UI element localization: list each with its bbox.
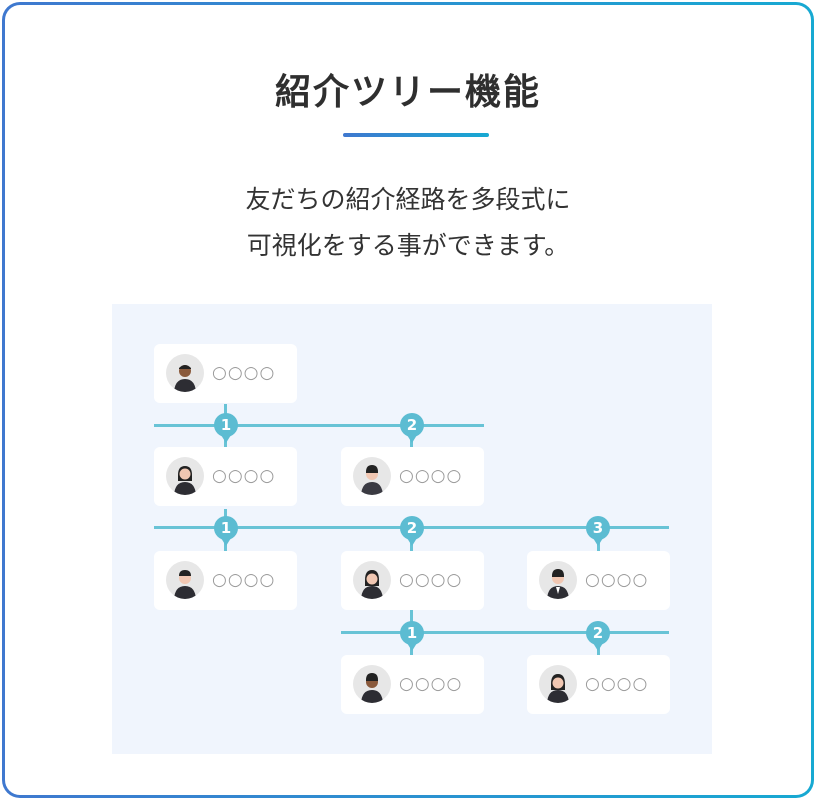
person-node-root: ○○○○ [154,344,297,403]
branch-line-level-3 [341,631,669,634]
description-line-2: 可視化をする事ができます。 [246,231,570,260]
person-icon [361,570,383,599]
description-line-1: 友だちの紹介経路を多段式に [245,185,571,214]
feature-description: 友だちの紹介経路を多段式に 可視化をする事ができます。 [5,177,811,269]
branch-marker: 2 [400,516,424,546]
avatar [539,561,577,599]
branch-marker: 2 [400,413,424,443]
person-name: ○○○○ [212,570,276,590]
person-icon [361,465,383,495]
person-icon [174,365,196,392]
person-name: ○○○○ [399,466,463,486]
title-underline [343,133,489,137]
person-name: ○○○○ [399,674,463,694]
avatar [353,665,391,703]
branch-marker: 1 [214,516,238,546]
person-name: ○○○○ [585,570,649,590]
person-node: ○○○○ [341,551,484,610]
branch-marker: 3 [586,516,610,546]
person-node: ○○○○ [527,551,670,610]
person-node: ○○○○ [341,655,484,714]
person-node: ○○○○ [527,655,670,714]
person-icon [547,674,569,703]
branch-line-level-1 [154,424,484,427]
avatar [353,561,391,599]
person-name: ○○○○ [399,570,463,590]
referral-tree-diagram: 1 2 1 2 3 1 2 ○○○○ ○○○○ ○○○○ ○○○○ ○○○○ [112,304,712,754]
person-icon [361,673,383,703]
avatar [166,457,204,495]
avatar [539,665,577,703]
avatar [353,457,391,495]
branch-marker: 1 [214,413,238,443]
person-name: ○○○○ [585,674,649,694]
person-node: ○○○○ [341,447,484,506]
avatar [166,561,204,599]
person-node: ○○○○ [154,447,297,506]
person-icon [174,466,196,495]
branch-marker: 1 [400,621,424,651]
avatar [166,354,204,392]
branch-marker: 2 [586,621,610,651]
person-name: ○○○○ [212,363,276,383]
person-node: ○○○○ [154,551,297,610]
feature-title: 紹介ツリー機能 [274,72,541,113]
person-icon [547,569,569,599]
person-icon [174,570,196,599]
person-name: ○○○○ [212,466,276,486]
